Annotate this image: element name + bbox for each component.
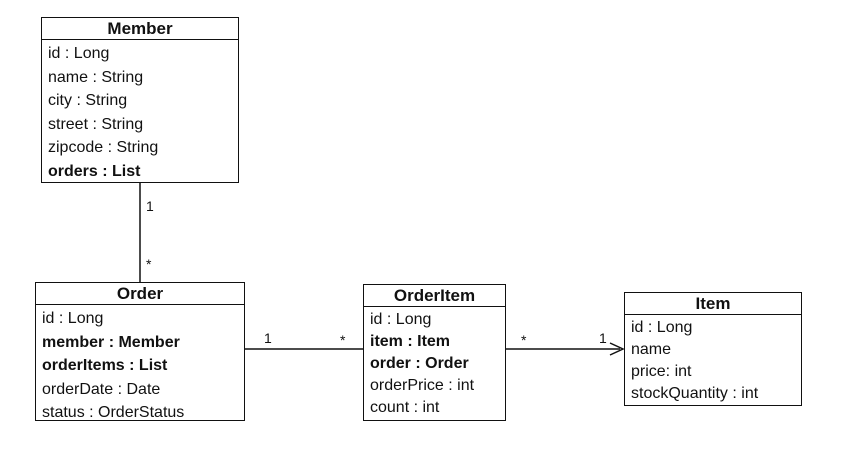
item-class-name: Item bbox=[625, 293, 801, 315]
order-attribute: orderDate : Date bbox=[42, 380, 161, 398]
member-attribute: id : Long bbox=[48, 45, 110, 62]
order-class-name: Order bbox=[36, 283, 244, 305]
item-attribute: stockQuantity : int bbox=[631, 385, 759, 402]
orderitem-class-name: OrderItem bbox=[364, 285, 505, 307]
orderitem-class: OrderItem id : Long item : Item order : Or… bbox=[363, 284, 506, 421]
order-attribute: orderItems : List bbox=[42, 357, 168, 375]
order-orderitem-target-multiplicity: * bbox=[340, 332, 346, 348]
member-class-name: Member bbox=[42, 18, 238, 40]
order-orderitem-source-multiplicity: 1 bbox=[264, 330, 272, 346]
orderitem-item-source-multiplicity: * bbox=[521, 332, 527, 348]
member-attribute: orders : List bbox=[48, 162, 141, 180]
member-attribute: city : String bbox=[48, 92, 128, 110]
order-attributes: id : Long member : Member orderItems : Lis… bbox=[36, 305, 244, 425]
orderitem-attribute: count : int bbox=[370, 399, 440, 416]
item-attribute: id : Long bbox=[631, 319, 693, 336]
item-attributes: id : Long name price: int stockQuantity : i… bbox=[625, 315, 801, 405]
arrow-head-icon bbox=[609, 342, 625, 356]
member-attributes: id : Long name : String city : String stree… bbox=[42, 40, 238, 184]
orderitem-attributes: id : Long item : Item order : Order orderPr… bbox=[364, 307, 505, 419]
order-attribute: id : Long bbox=[42, 310, 104, 327]
member-order-source-multiplicity: 1 bbox=[146, 198, 154, 214]
orderitem-attribute: item : Item bbox=[370, 333, 451, 350]
orderitem-attribute: order : Order bbox=[370, 355, 469, 372]
member-attribute: name : String bbox=[48, 68, 144, 86]
orderitem-attribute: id : Long bbox=[370, 311, 432, 328]
member-attribute: street : String bbox=[48, 115, 144, 133]
member-attribute: zipcode : String bbox=[48, 139, 159, 157]
item-attribute: price: int bbox=[631, 363, 692, 380]
item-attribute: name bbox=[631, 341, 672, 358]
orderitem-item-target-multiplicity: 1 bbox=[599, 330, 607, 346]
member-order-target-multiplicity: * bbox=[146, 256, 152, 272]
order-attribute: member : Member bbox=[42, 333, 180, 351]
member-class: Member id : Long name : String city : Stri… bbox=[41, 17, 239, 183]
order-attribute: status : OrderStatus bbox=[42, 404, 185, 422]
orderitem-attribute: orderPrice : int bbox=[370, 377, 475, 394]
item-class: Item id : Long name price: int stockQuantit… bbox=[624, 292, 802, 406]
order-class: Order id : Long member : Member orderItems… bbox=[35, 282, 245, 421]
